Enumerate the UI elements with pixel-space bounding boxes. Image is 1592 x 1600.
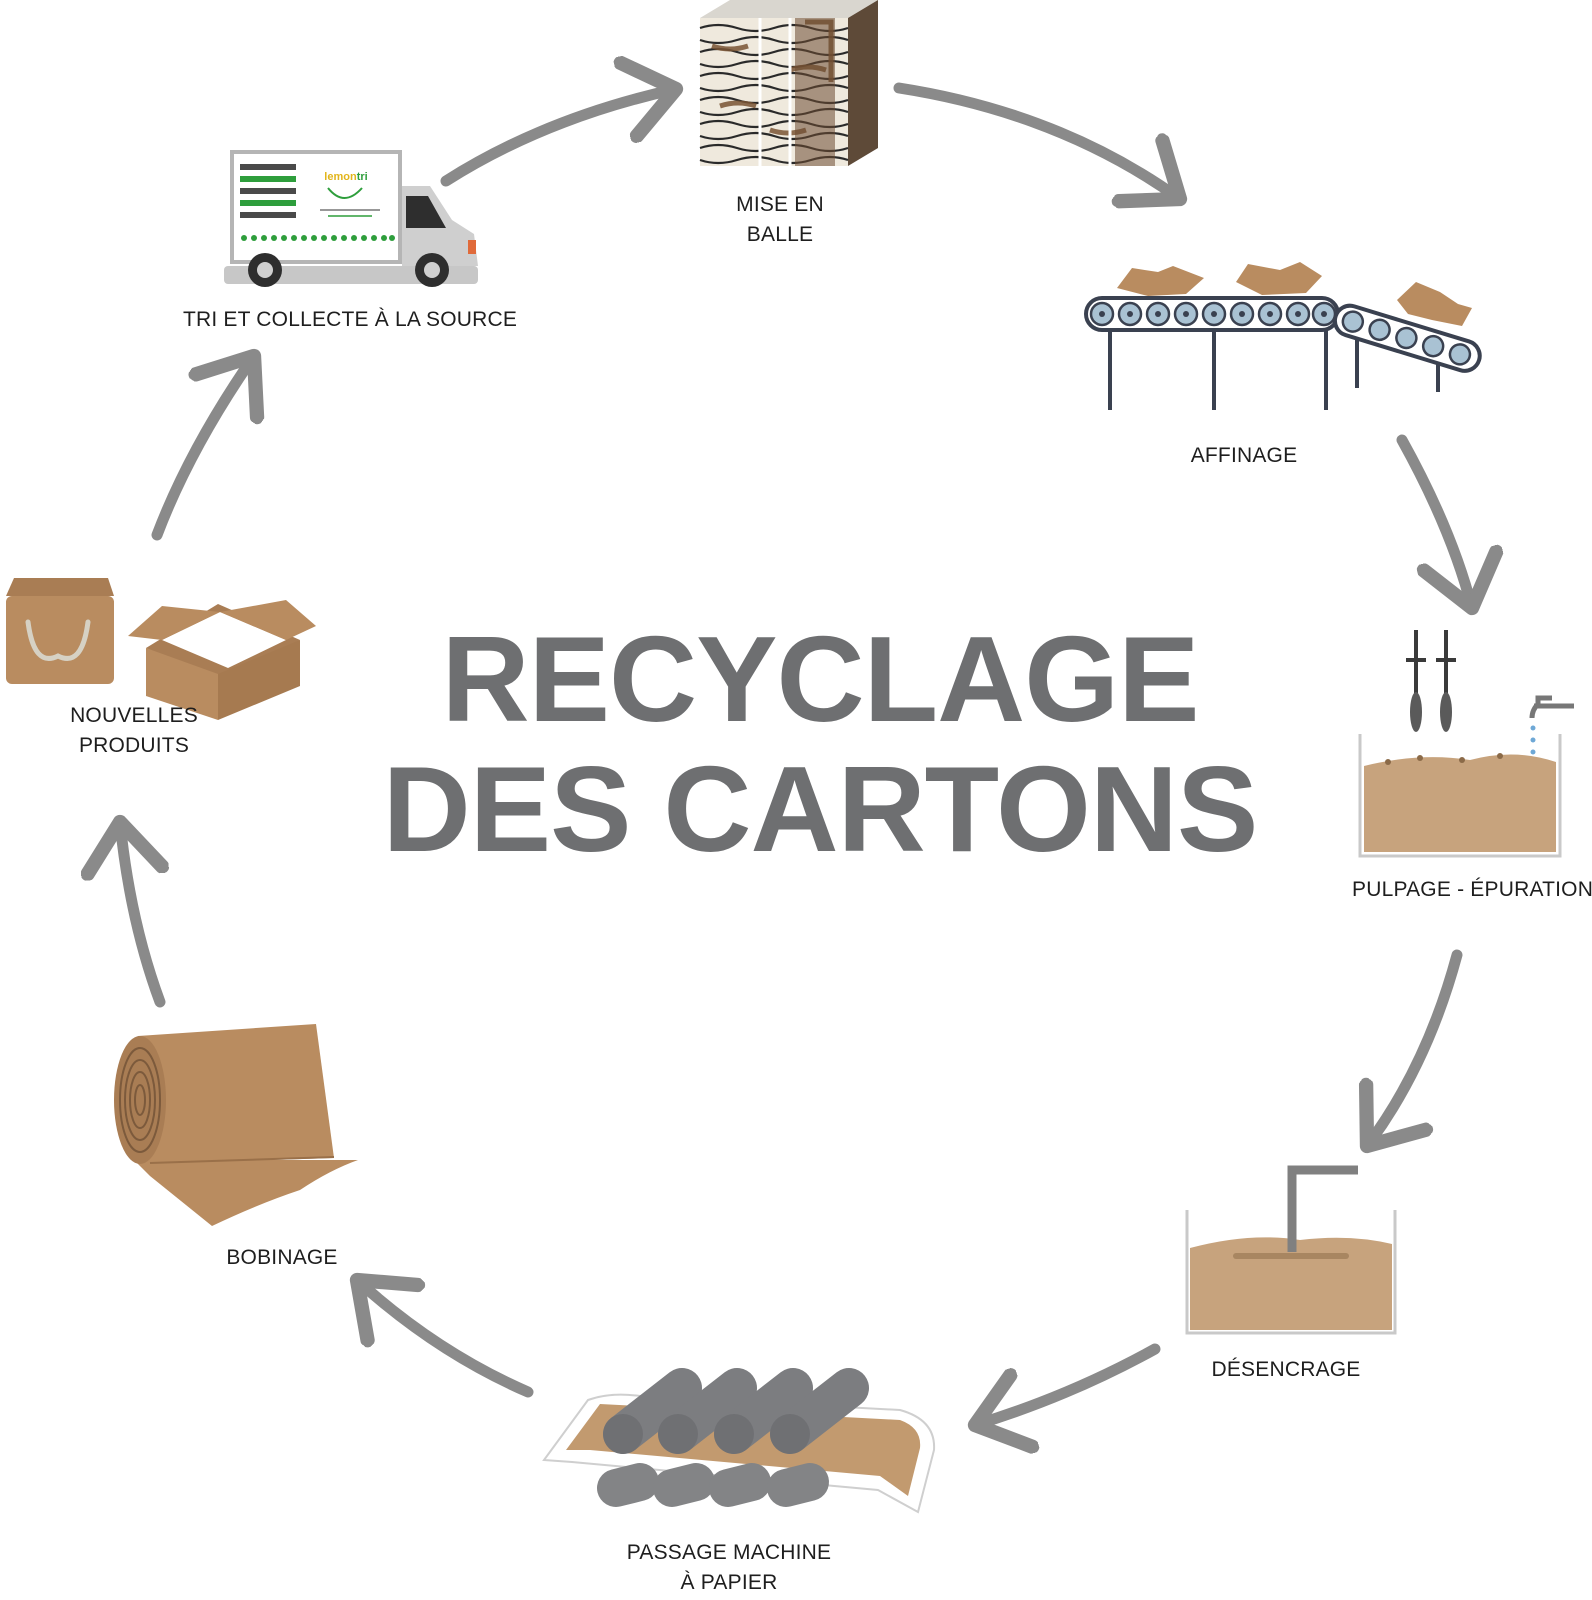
step-label-line: AFFINAGE <box>1190 444 1298 467</box>
step-label-bobinage: BOBINAGE <box>192 1243 372 1273</box>
step-label-affinage: AFFINAGE <box>1154 441 1334 471</box>
paper-machine-rollers-icon <box>542 1368 936 1514</box>
step-label-desencrage: DÉSENCRAGE <box>1196 1355 1376 1385</box>
arrow-produits-to-truck <box>151 356 254 541</box>
step-label-pulpage: PULPAGE - ÉPURATION <box>1352 875 1592 905</box>
title-line-2: DES CARTONS <box>382 741 1259 877</box>
cycle-arrows <box>120 88 1472 1425</box>
step-label-nouvelles-produits: NOUVELLES PRODUITS <box>44 701 224 761</box>
arrow-bobinage-to-produits <box>120 822 160 1008</box>
step-label-machine-a-papier: PASSAGE MACHINE À PAPIER <box>614 1538 844 1598</box>
arrow-bale-to-affinage <box>893 82 1180 199</box>
title-line-1: RECYCLAGE <box>441 611 1200 747</box>
step-label-line: PULPAGE - ÉPURATION <box>1352 878 1592 901</box>
arrow-truck-to-bale <box>440 89 676 187</box>
new-products-icon <box>6 578 316 720</box>
baled-cardboard-icon <box>699 0 878 166</box>
truck-logo-lemon: lemon <box>324 171 357 183</box>
pulping-tank-icon <box>1358 630 1574 858</box>
step-label-line: PASSAGE MACHINE <box>626 1541 832 1564</box>
conveyor-belt-icon <box>1084 262 1482 410</box>
arrow-desencrage-to-machine <box>975 1343 1161 1425</box>
deinking-tank-icon <box>1185 1165 1397 1335</box>
arrow-pulpage-to-desencrage <box>1367 949 1463 1146</box>
step-label-line: BALLE <box>746 223 814 246</box>
step-label-line: NOUVELLES <box>70 704 198 727</box>
arrow-machine-to-bobinage <box>357 1280 534 1398</box>
step-label-line: MISE EN <box>736 193 824 216</box>
arrow-affinage-to-pulpage <box>1396 434 1472 608</box>
step-label-line: À PAPIER <box>680 1571 778 1594</box>
delivery-truck-icon <box>224 150 478 287</box>
step-label-line: TRI ET COLLECTE À LA SOURCE <box>182 308 518 331</box>
truck-logo: lemontri <box>322 171 370 183</box>
step-label-line: PRODUITS <box>78 734 190 757</box>
step-label-mise-en-balle: MISE EN BALLE <box>690 190 870 250</box>
step-label-line: DÉSENCRAGE <box>1211 1358 1361 1381</box>
step-label-tri-et-collecte: TRI ET COLLECTE À LA SOURCE <box>180 305 520 335</box>
truck-logo-tri: tri <box>356 171 368 183</box>
step-label-line: BOBINAGE <box>226 1246 338 1269</box>
paper-roll-icon <box>114 1024 358 1226</box>
